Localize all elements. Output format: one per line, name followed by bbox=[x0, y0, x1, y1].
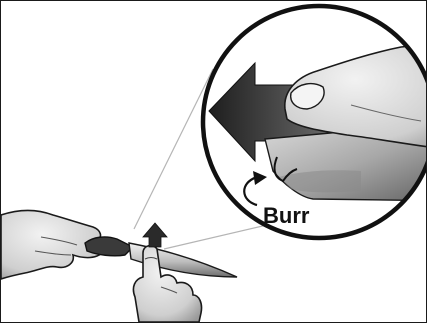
burr-label: Burr bbox=[263, 203, 310, 228]
zoom-circle bbox=[203, 6, 426, 238]
knife-handle bbox=[85, 237, 133, 256]
up-arrow-icon bbox=[143, 223, 167, 247]
